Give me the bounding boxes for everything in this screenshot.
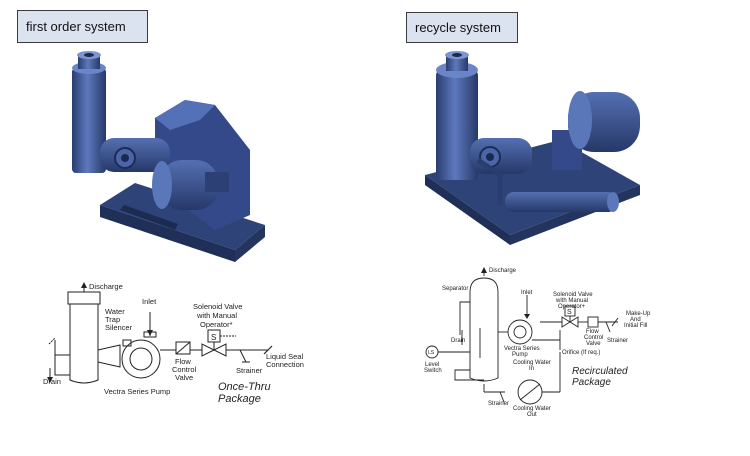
once-thru-title-2: Package (218, 393, 261, 405)
discharge-label: Discharge (89, 282, 123, 291)
vectra-pump-symbol (507, 319, 533, 345)
liquid-seal-label-1: Liquid Seal (266, 352, 303, 361)
pump-label-2: Pump (512, 352, 528, 358)
strainer-top-label: Strainer (607, 338, 628, 344)
drain-label: Drain (451, 338, 465, 344)
liquid-seal-label-2: Connection (266, 360, 304, 369)
solenoid-label-1: Solenoid Valve (553, 292, 593, 298)
inlet-arrow-icon (524, 314, 530, 319)
water-trap-label-1: Water (105, 307, 125, 316)
cooling-water-out-label-2: Out (527, 412, 537, 418)
recirculated-labels: Discharge Separator Inlet Solenoid Valve… (424, 268, 651, 418)
flow-label-3: Valve (175, 373, 193, 382)
flow-label-1: Flow (586, 329, 599, 335)
cooling-water-in-label-1: Cooling Water (513, 360, 551, 366)
recycle-equipment-image (425, 51, 640, 245)
discharge-label: Discharge (489, 268, 517, 274)
strainer-symbol (239, 349, 247, 363)
flow-control-valve-symbol (175, 341, 191, 355)
pump-label-1: Vectra Series (504, 346, 540, 352)
recirculated-diagram (425, 267, 619, 405)
discharge-arrow-icon (481, 267, 487, 273)
discharge-arrow-icon (81, 282, 87, 288)
solenoid-label-3: Operator* (200, 320, 233, 329)
water-trap-silencer-shape (69, 304, 99, 384)
strainer-label: Strainer (236, 366, 263, 375)
recirculated-title-2: Package (572, 377, 611, 388)
solenoid-label-3: Operator+ (558, 304, 586, 310)
once-thru-diagram (47, 282, 273, 384)
flow-label-1: Flow (175, 357, 191, 366)
cooling-water-in-label-2: In (529, 366, 534, 372)
solenoid-label-1: Solenoid Valve (193, 302, 242, 311)
inlet-label: Inlet (521, 290, 533, 296)
flow-control-valve-symbol (587, 316, 599, 328)
first-order-system-text: first order system (26, 19, 126, 34)
vectra-pump-symbol (121, 339, 161, 379)
solenoid-s-symbol: S (567, 309, 572, 316)
flow-label-2: Control (584, 335, 603, 341)
water-trap-label-3: Silencer (105, 323, 133, 332)
recycle-system-label: recycle system (406, 12, 518, 43)
level-switch-label-1: Level (425, 362, 439, 368)
cooling-water-out-label-1: Cooling Water (513, 406, 551, 412)
orifice-label: Orifice (If req.) (562, 350, 600, 356)
first-order-system-label: first order system (17, 10, 148, 43)
level-switch-ls: LS (428, 350, 435, 356)
once-thru-labels: Discharge Water Trap Silencer Inlet Sole… (43, 282, 304, 405)
water-trap-label-2: Trap (105, 315, 120, 324)
flow-label-3: Valve (586, 341, 601, 347)
make-up-label-3: Initial Fill (624, 323, 647, 329)
pump-label: Vectra Series Pump (104, 387, 170, 396)
once-thru-title-1: Once-Thru (218, 381, 271, 393)
level-switch-label-2: Switch (424, 368, 442, 374)
drain-label: Drain (43, 377, 61, 386)
inlet-arrow-icon (147, 330, 153, 336)
recirculated-title-1: Recirculated (572, 366, 628, 377)
make-up-label-2: And (630, 317, 641, 323)
flow-label-2: Control (172, 365, 197, 374)
first-order-equipment-image (72, 51, 265, 262)
separator-label: Separator (442, 286, 468, 292)
trap-top-flange (67, 291, 101, 305)
strainer-bottom-label: Strainer (488, 401, 509, 407)
solenoid-label-2: with Manual (555, 298, 588, 304)
solenoid-s-symbol: S (211, 333, 216, 342)
separator-shape (469, 277, 499, 382)
make-up-label-1: Make-Up (626, 311, 651, 317)
solenoid-label-2: with Manual (196, 311, 237, 320)
recycle-system-text: recycle system (415, 20, 501, 35)
inlet-label: Inlet (142, 297, 157, 306)
